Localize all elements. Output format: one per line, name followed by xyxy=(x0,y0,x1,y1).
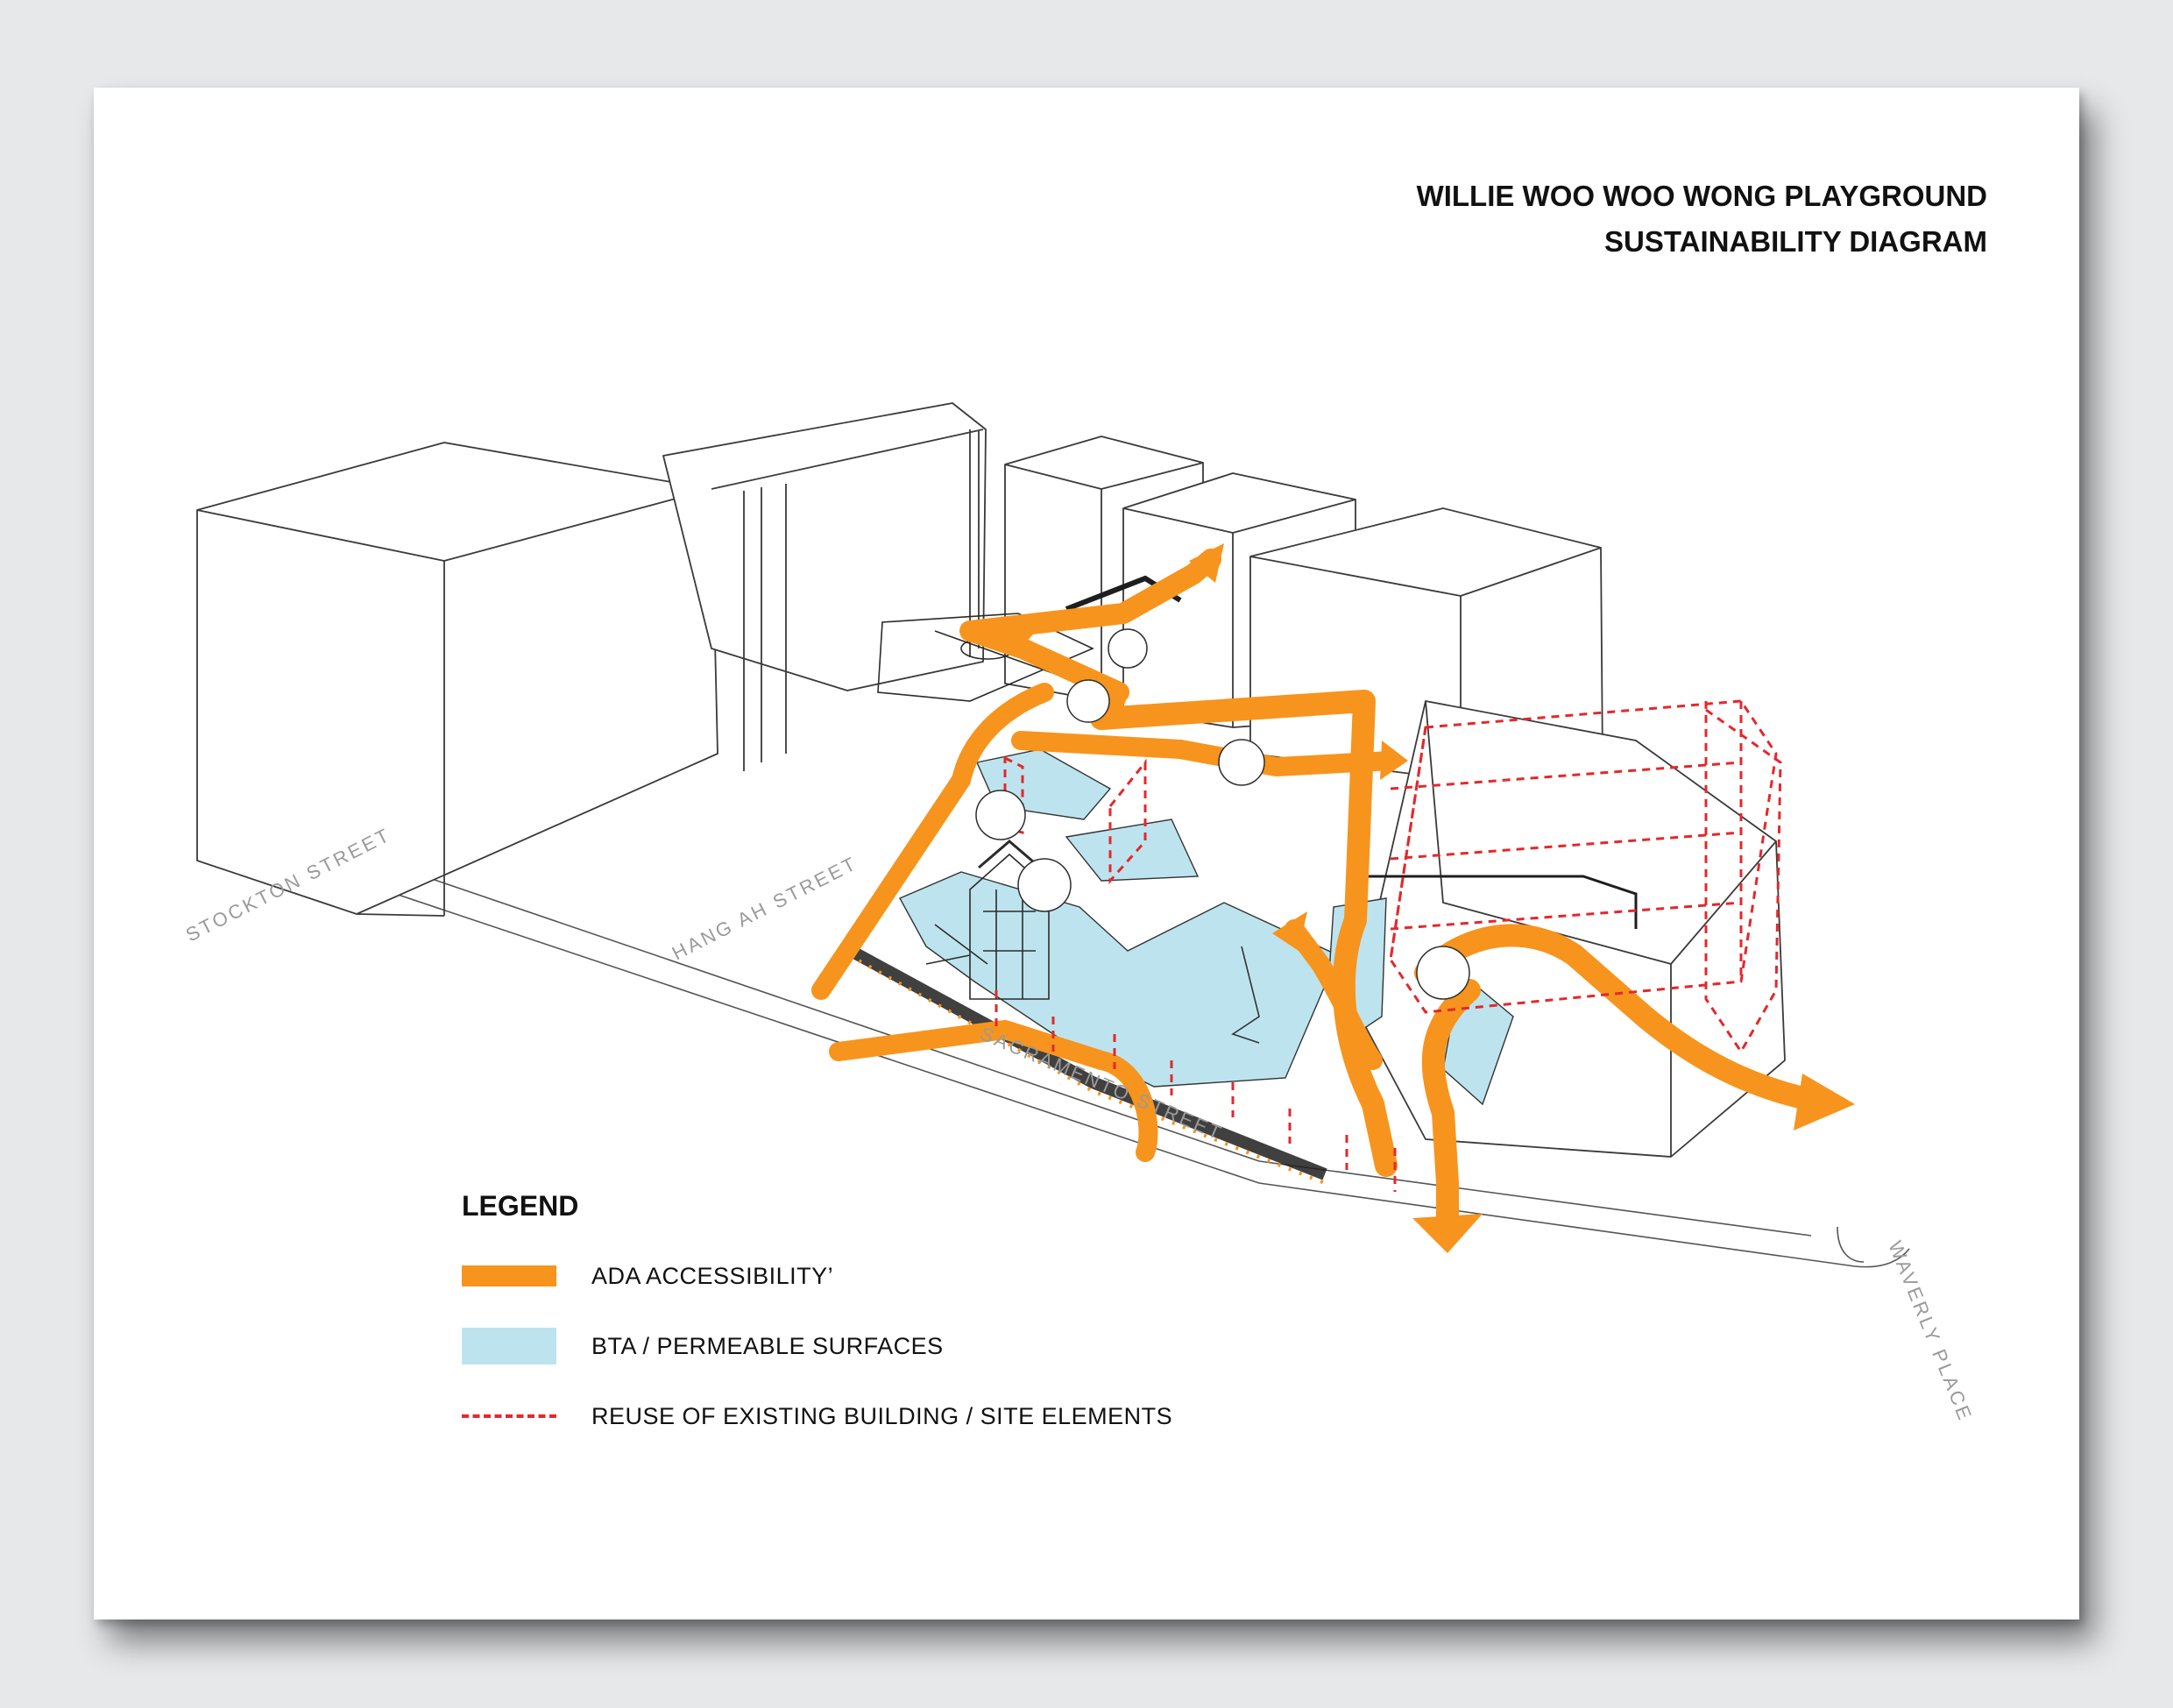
street-label-hang-ah: HANG AH STREET xyxy=(669,852,861,964)
legend-label-permeable: BTA / PERMEABLE SURFACES xyxy=(591,1332,944,1359)
arrowhead-northwest xyxy=(996,622,1036,657)
tree-6 xyxy=(1017,858,1072,912)
diagram-subtitle: SUSTAINABILITY DIAGRAM xyxy=(1604,225,1987,258)
legend-swatch-permeable xyxy=(462,1328,556,1364)
building-left xyxy=(196,442,718,915)
reuse-fence-posts xyxy=(994,990,1397,1192)
legend-title: LEGEND xyxy=(462,1190,579,1222)
legend-item-reuse: REUSE OF EXISTING BUILDING / SITE ELEMEN… xyxy=(462,1398,1172,1435)
ada-accessibility-paths xyxy=(811,549,1823,1243)
reuse-structure-middle xyxy=(1108,758,1147,884)
legend-item-ada: ADA ACCESSIBILITY’ xyxy=(462,1258,1172,1294)
slide xyxy=(925,924,988,965)
arrowhead-north xyxy=(1189,543,1224,583)
basketball-court xyxy=(877,613,1094,702)
legend: LEGEND ADA ACCESSIBILITY’ BTA / PERMEABL… xyxy=(462,1190,1172,1435)
reuse-elements xyxy=(994,699,1782,1192)
ada-route-loop xyxy=(829,1020,1158,1162)
tree-2 xyxy=(1066,679,1110,723)
legend-swatch-reuse xyxy=(462,1398,556,1435)
arrowhead-upper xyxy=(1380,741,1408,780)
tree-3 xyxy=(1108,628,1148,669)
arrowhead-east xyxy=(1794,1074,1855,1130)
legend-label-reuse: REUSE OF EXISTING BUILDING / SITE ELEMEN… xyxy=(591,1402,1173,1429)
building-back-left xyxy=(662,402,987,691)
ada-route-south xyxy=(1421,979,1481,1243)
legend-label-ada: ADA ACCESSIBILITY’ xyxy=(591,1262,834,1289)
axonometric-site-diagram: STOCKTON STREET HANG AH STREET SACRAMENT… xyxy=(182,402,1977,1426)
title-block: WILLIE WOO WOO WONG PLAYGROUND SUSTAINAB… xyxy=(1417,174,1987,265)
ada-route-west xyxy=(811,683,1054,1000)
tree-5 xyxy=(1416,946,1470,1000)
legend-item-permeable: BTA / PERMEABLE SURFACES xyxy=(462,1328,1172,1364)
arrowhead-return xyxy=(1272,911,1307,951)
reuse-building-frame xyxy=(1389,699,1778,1014)
street-label-waverly: WAVERLY PLACE xyxy=(1884,1238,1977,1426)
legend-swatch-ada xyxy=(462,1258,556,1294)
ada-arrowheads xyxy=(996,543,1855,1253)
diagram-title: WILLIE WOO WOO WONG PLAYGROUND xyxy=(1416,180,1987,212)
ada-route-return xyxy=(1285,919,1383,1070)
trees xyxy=(975,628,1470,1000)
tree-1 xyxy=(975,790,1026,840)
diagram-sheet: WILLIE WOO WOO WONG PLAYGROUND SUSTAINAB… xyxy=(94,88,2079,1619)
tree-sculpture xyxy=(1231,946,1260,1044)
permeable-zone-middle xyxy=(1065,819,1200,882)
arrowhead-south xyxy=(1412,1214,1483,1253)
ada-route-east xyxy=(1414,924,1823,1111)
ada-route-north xyxy=(959,549,1221,703)
permeable-zone-lower xyxy=(899,871,1339,1088)
play-tower xyxy=(969,853,1050,1000)
tree-4 xyxy=(1218,739,1265,786)
site-elements-linework xyxy=(877,613,1260,1044)
